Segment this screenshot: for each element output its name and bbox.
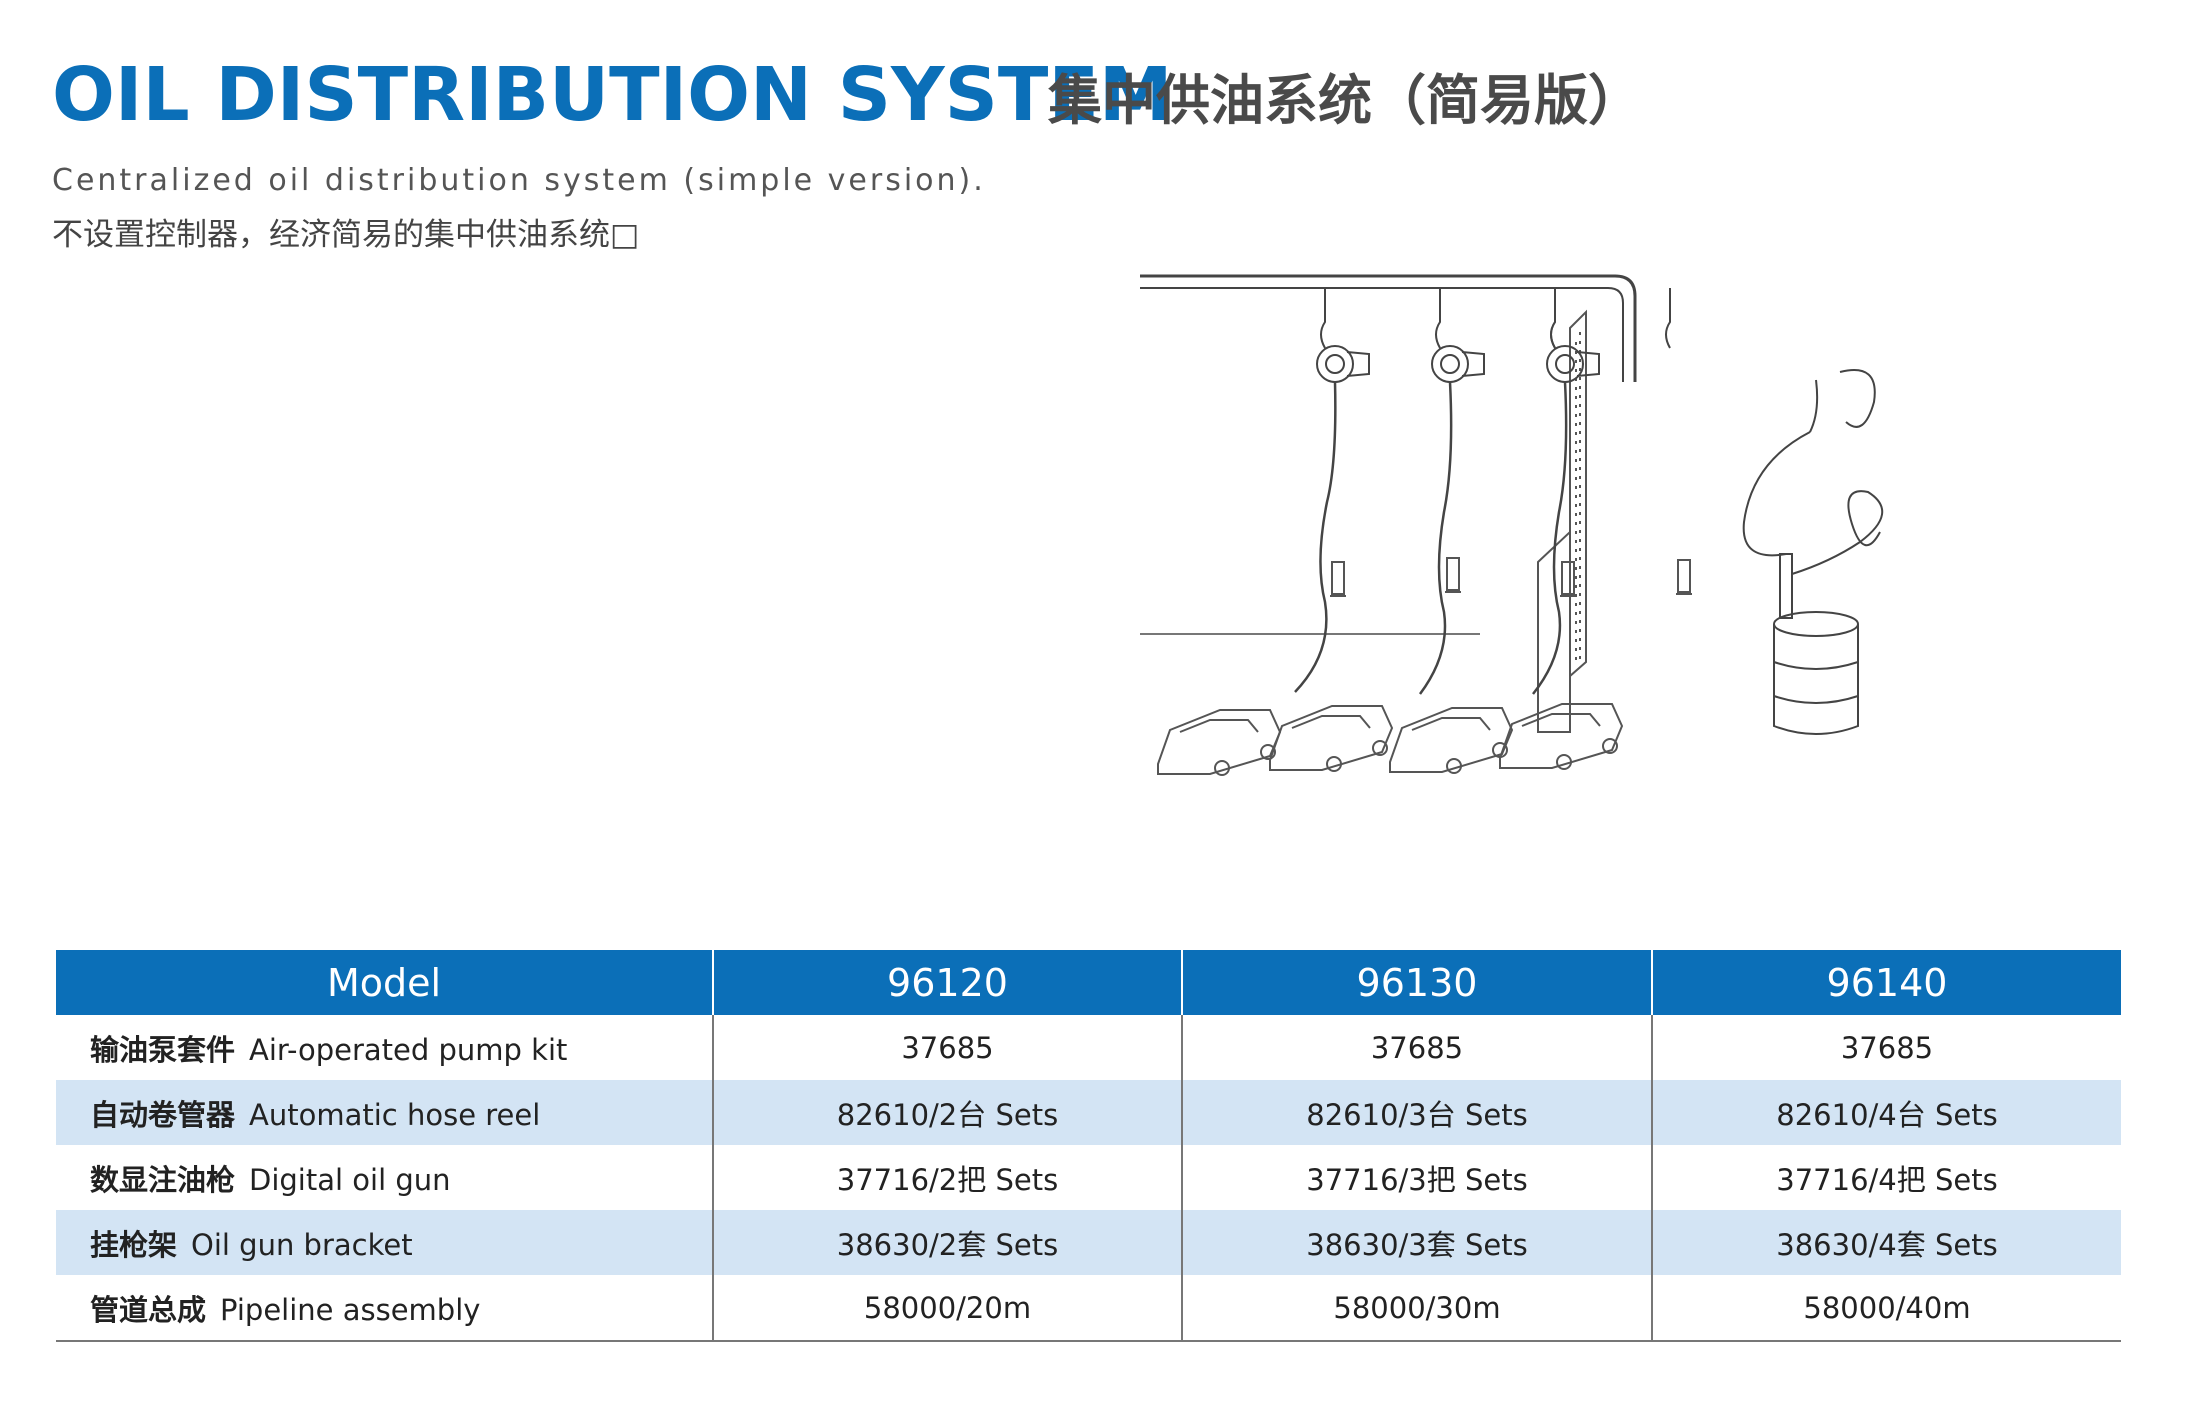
table-cell: 37685 bbox=[1181, 1015, 1652, 1080]
car-icon bbox=[1269, 705, 1394, 772]
table-cell: 82610/4台 Sets bbox=[1651, 1080, 2121, 1145]
table-cell: 37685 bbox=[1651, 1015, 2121, 1080]
table-cell: 37716/3把 Sets bbox=[1181, 1145, 1652, 1210]
hose-reel-icon bbox=[1532, 345, 1600, 695]
row-label-english: Pipeline assembly bbox=[220, 1292, 481, 1327]
row-label-english: Air-operated pump kit bbox=[249, 1032, 568, 1067]
table-cell: 82610/3台 Sets bbox=[1181, 1080, 1652, 1145]
car-icon bbox=[1389, 707, 1514, 774]
table-row: 管道总成 Pipeline assembly 58000/20m 58000/30… bbox=[56, 1275, 2121, 1342]
wall-icon bbox=[1537, 309, 1587, 733]
row-label-chinese: 输油泵套件 bbox=[90, 1032, 236, 1067]
car-icon bbox=[1157, 709, 1282, 776]
row-label-chinese: 挂枪架 bbox=[90, 1227, 178, 1262]
column-header-96140: 96140 bbox=[1651, 950, 2121, 1015]
system-diagram bbox=[1140, 274, 1884, 776]
table-cell: 82610/2台 Sets bbox=[712, 1080, 1182, 1145]
table-cell: 58000/20m bbox=[712, 1275, 1182, 1342]
table-cell: 58000/40m bbox=[1651, 1275, 2121, 1342]
row-label-chinese: 自动卷管器 bbox=[90, 1097, 236, 1132]
table-row: 挂枪架 Oil gun bracket 38630/2套 Sets 38630/3… bbox=[56, 1210, 2121, 1275]
row-label: 数显注油枪 Digital oil gun bbox=[56, 1145, 713, 1210]
row-label-english: Digital oil gun bbox=[249, 1162, 451, 1197]
table-header-row: Model 96120 96130 96140 bbox=[56, 950, 2121, 1015]
table-row: 输油泵套件 Air-operated pump kit 37685 37685 3… bbox=[56, 1015, 2121, 1080]
oil-gun-bracket-icon bbox=[1330, 557, 1692, 597]
page-subtitle-chinese: 不设置控制器，经济简易的集中供油系统□ bbox=[52, 217, 640, 253]
table-cell: 37716/2把 Sets bbox=[712, 1145, 1182, 1210]
oil-drum-icon bbox=[1773, 611, 1859, 735]
table-cell: 38630/3套 Sets bbox=[1181, 1210, 1652, 1275]
table-cell: 37685 bbox=[712, 1015, 1182, 1080]
row-label-english: Oil gun bracket bbox=[191, 1227, 413, 1262]
column-header-96130: 96130 bbox=[1181, 950, 1652, 1015]
row-label: 输油泵套件 Air-operated pump kit bbox=[56, 1015, 713, 1080]
row-label: 管道总成 Pipeline assembly bbox=[56, 1275, 713, 1342]
hose-reel-icon bbox=[1550, 288, 1556, 349]
row-label: 挂枪架 Oil gun bracket bbox=[56, 1210, 713, 1275]
table-cell: 58000/30m bbox=[1181, 1275, 1652, 1342]
row-label-chinese: 管道总成 bbox=[90, 1292, 207, 1327]
table-row: 自动卷管器 Automatic hose reel 82610/2台 Sets 8… bbox=[56, 1080, 2121, 1145]
table-cell: 38630/2套 Sets bbox=[712, 1210, 1182, 1275]
table-row: 数显注油枪 Digital oil gun 37716/2把 Sets 37716… bbox=[56, 1145, 2121, 1210]
row-label: 自动卷管器 Automatic hose reel bbox=[56, 1080, 713, 1145]
hose-reel-icon bbox=[1294, 288, 1556, 695]
column-header-96120: 96120 bbox=[712, 950, 1182, 1015]
page-subtitle: Centralized oil distribution system (sim… bbox=[52, 163, 986, 198]
row-label-english: Automatic hose reel bbox=[249, 1097, 541, 1132]
table-cell: 38630/4套 Sets bbox=[1651, 1210, 2121, 1275]
row-label-chinese: 数显注油枪 bbox=[90, 1162, 236, 1197]
page-title-chinese: 集中供油系统（简易版） bbox=[1048, 69, 1642, 132]
column-header-model: Model bbox=[56, 950, 713, 1015]
page-title: OIL DISTRIBUTION SYSTEM bbox=[52, 52, 1173, 138]
spec-table: Model 96120 96130 96140 输油泵套件 Air-operate… bbox=[56, 950, 2121, 1342]
pipeline-icon bbox=[1140, 274, 1637, 635]
table-cell: 37716/4把 Sets bbox=[1651, 1145, 2121, 1210]
pump-icon bbox=[1742, 369, 1884, 619]
hose-reel-icon bbox=[1665, 288, 1671, 349]
car-icon bbox=[1499, 703, 1624, 770]
